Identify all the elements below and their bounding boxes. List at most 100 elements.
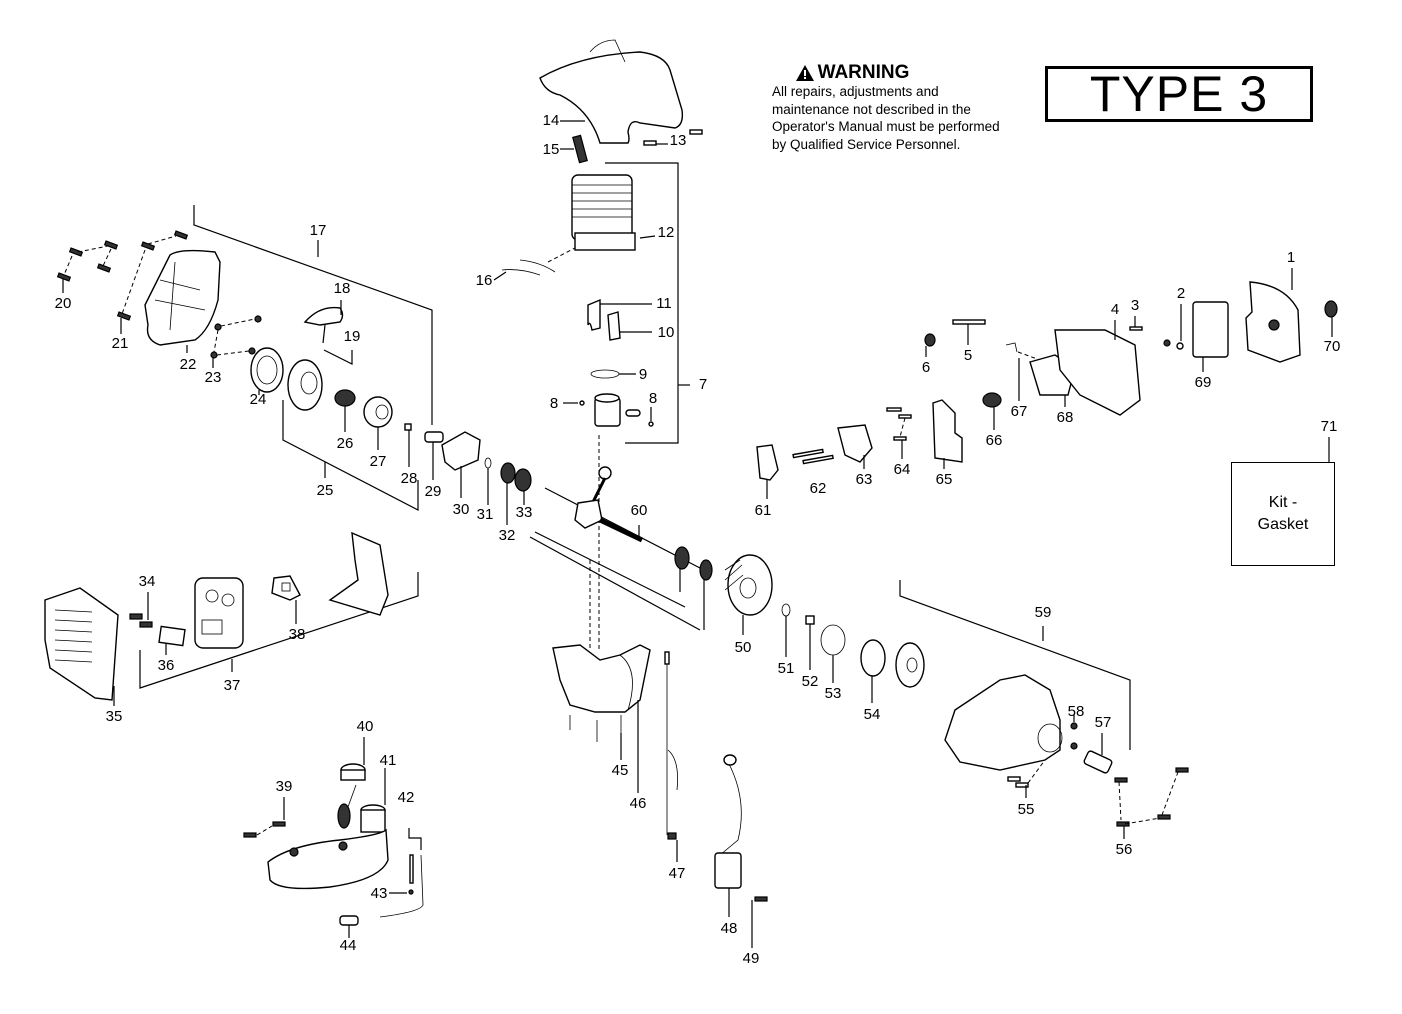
- heat-shield: [328, 531, 389, 616]
- callout-70: 70: [1324, 338, 1341, 355]
- carburetor-group: [756, 316, 1143, 499]
- callout-31: 31: [477, 506, 494, 523]
- housing-bolts: [56, 230, 189, 334]
- group-bracket-42: [408, 828, 422, 850]
- callout-44: 44: [340, 937, 357, 954]
- callout-41: 41: [380, 752, 397, 769]
- callout-18: 18: [334, 280, 351, 297]
- callout-8: 8: [649, 390, 657, 407]
- air-filter-group: [1163, 268, 1338, 372]
- callout-25: 25: [317, 482, 334, 499]
- ignition-coil: [714, 754, 768, 948]
- kit-line-1: Kit -: [1268, 494, 1298, 511]
- spark-plug: [560, 134, 588, 164]
- warning-heading: WARNING: [762, 63, 942, 83]
- callout-2: 2: [1177, 285, 1185, 302]
- callout-32: 32: [499, 527, 516, 544]
- shroud-bolts: [643, 129, 703, 146]
- callout-63: 63: [856, 471, 873, 488]
- callout-59: 59: [1035, 604, 1052, 621]
- callout-21: 21: [112, 335, 129, 352]
- warning-triangle-icon: [795, 65, 814, 81]
- flywheel: [724, 554, 773, 635]
- callout-65: 65: [936, 471, 953, 488]
- clutch: [860, 639, 925, 703]
- callout-6: 6: [922, 359, 930, 376]
- starter-pulley: [250, 347, 323, 411]
- callout-16: 16: [476, 272, 493, 289]
- callout-46: 46: [630, 795, 647, 812]
- callout-29: 29: [425, 483, 442, 500]
- callout-39: 39: [276, 778, 293, 795]
- callout-55: 55: [1018, 801, 1035, 818]
- kit-gasket-box: Kit - Gasket: [1231, 462, 1335, 566]
- gearbox-housing: [944, 674, 1189, 839]
- callout-68: 68: [1057, 409, 1074, 426]
- callout-36: 36: [158, 657, 175, 674]
- callout-64: 64: [894, 461, 911, 478]
- crankcase: [552, 644, 651, 793]
- callout-23: 23: [205, 369, 222, 386]
- crankshaft: [574, 466, 644, 543]
- callout-53: 53: [825, 685, 842, 702]
- callout-27: 27: [370, 453, 387, 470]
- heat-shield-plates: [587, 298, 652, 341]
- callout-13: 13: [670, 132, 687, 149]
- callout-61: 61: [755, 502, 772, 519]
- callout-57: 57: [1095, 714, 1112, 731]
- clutch-washers: [781, 603, 846, 683]
- starter-nuts: [210, 315, 262, 368]
- callout-54: 54: [864, 706, 881, 723]
- axis-line: [529, 536, 701, 631]
- callout-19: 19: [344, 328, 361, 345]
- callout-17: 17: [310, 222, 327, 239]
- group-bracket-37: [139, 572, 419, 689]
- callout-58: 58: [1068, 703, 1085, 720]
- group-bracket-59: [899, 580, 1131, 750]
- callout-71: 71: [1321, 418, 1338, 435]
- callout-15: 15: [543, 141, 560, 158]
- cylinder-shroud: [539, 39, 684, 144]
- starter-housing: [144, 249, 221, 353]
- callout-8: 8: [550, 395, 558, 412]
- callout-5: 5: [964, 347, 972, 364]
- callout-38: 38: [289, 626, 306, 643]
- callout-12: 12: [658, 224, 675, 241]
- callout-20: 20: [55, 295, 72, 312]
- kit-line-2: Gasket: [1257, 516, 1309, 533]
- seals-bearings: [484, 457, 713, 630]
- callout-67: 67: [1011, 403, 1028, 420]
- callout-24: 24: [250, 391, 267, 408]
- callout-4: 4: [1111, 301, 1119, 318]
- piston-ring: [590, 369, 636, 379]
- group-bracket-7: [605, 162, 690, 444]
- warning-title: WARNING: [817, 62, 910, 83]
- warning-notice: WARNING All repairs, adjustments and mai…: [772, 63, 1012, 153]
- axis-line: [534, 531, 686, 608]
- muffler-cover: [44, 587, 119, 706]
- callout-9: 9: [639, 366, 647, 383]
- warning-text: All repairs, adjustments and maintenance…: [772, 84, 1000, 152]
- callout-50: 50: [735, 639, 752, 656]
- piston: [563, 393, 654, 427]
- starter-spring-cup: [334, 389, 393, 450]
- type-label: TYPE 3: [1045, 66, 1313, 122]
- callout-11: 11: [656, 295, 672, 312]
- callout-3: 3: [1131, 297, 1139, 314]
- callout-43: 43: [371, 885, 388, 902]
- pulley-parts: [404, 423, 444, 480]
- callout-28: 28: [401, 470, 418, 487]
- callout-69: 69: [1195, 374, 1212, 391]
- callout-45: 45: [612, 762, 629, 779]
- cylinder: [571, 174, 656, 251]
- callout-48: 48: [721, 920, 738, 937]
- callout-34: 34: [139, 573, 156, 590]
- type-label-text: TYPE 3: [1089, 66, 1269, 122]
- callout-22: 22: [180, 356, 197, 373]
- callout-1: 1: [1287, 249, 1295, 266]
- callout-47: 47: [669, 865, 686, 882]
- muffler: [194, 577, 244, 649]
- cylinder-gasket: [493, 247, 576, 281]
